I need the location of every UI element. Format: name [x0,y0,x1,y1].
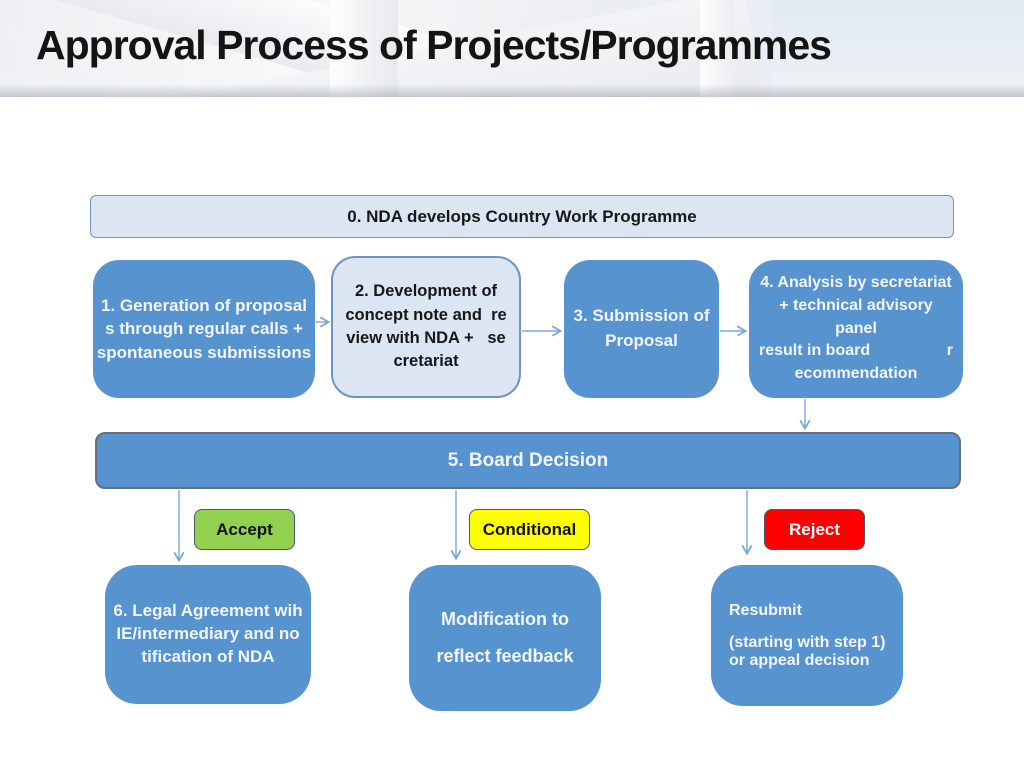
step6-line: IE/intermediary and no [116,624,300,644]
photo-window-decoration [772,0,1024,97]
step4-line-split: result in board r [759,340,953,363]
resubmit-line: Resubmit [729,601,802,619]
step2-line: view with NDA + se [346,329,506,347]
step4-line: 4. Analysis by secretariat [760,274,952,292]
flow-box-step2-development-concept-note: 2. Development of concept note and re vi… [331,256,521,398]
flow-box-step5-board-decision: 5. Board Decision [95,432,961,489]
outcome-chip-accept: Accept [194,509,295,550]
flow-box-step6-legal-agreement: 6. Legal Agreement wih IE/intermediary a… [105,565,311,704]
header-photo-banner [0,0,1024,97]
resubmit-line: (starting with step 1) [729,633,886,651]
resubmit-line: or appeal decision [729,651,870,669]
step6-line: tification of NDA [141,646,275,666]
flow-box-resubmit-or-appeal: Resubmit (starting with step 1) or appea… [711,565,903,706]
photo-pillar-decoration [330,0,398,97]
modification-line: Modification to [441,609,569,629]
flow-box-step4-analysis-by-secretariat: 4. Analysis by secretariat + technical a… [749,260,963,398]
step4-line: + technical advisory panel [779,296,938,337]
step5-label: 5. Board Decision [447,449,609,471]
step4-line-left: result in board [759,342,871,360]
step2-line: cretariat [393,352,459,371]
step4-line: ecommendation [794,365,918,383]
step3-line: 3. Submission of [573,306,710,326]
step2-line: concept note and re [345,305,507,324]
step1-line: spontaneous submissions [96,342,312,362]
outcome-chip-conditional: Conditional [469,509,590,550]
step3-line: Proposal [605,331,678,350]
slide-title: Approval Process of Projects/Programmes [36,22,832,68]
step6-line: 6. Legal Agreement wih [113,601,303,621]
accept-label: Accept [216,519,273,539]
outcome-chip-reject: Reject [764,509,865,550]
conditional-label: Conditional [482,519,577,539]
step1-line: s through regular calls + [105,319,303,339]
flow-box-modification-to-reflect-feedback: Modification to reflect feedback [409,565,601,711]
modification-line: reflect feedback [436,646,574,666]
reject-label: Reject [788,519,841,539]
flow-box-step3-submission-of-proposal: 3. Submission of Proposal [564,260,719,398]
step2-line: 2. Development of [354,282,498,301]
flow-box-step1-generation-of-proposals: 1. Generation of proposal s through regu… [93,260,315,398]
photo-pillar-decoration [700,0,734,97]
step1-line: 1. Generation of proposal [101,295,307,315]
flow-box-step0-nda-country-work-programme: 0. NDA develops Country Work Programme [90,195,954,238]
step0-label: 0. NDA develops Country Work Programme [347,206,697,226]
step4-line-right: r [946,342,953,360]
